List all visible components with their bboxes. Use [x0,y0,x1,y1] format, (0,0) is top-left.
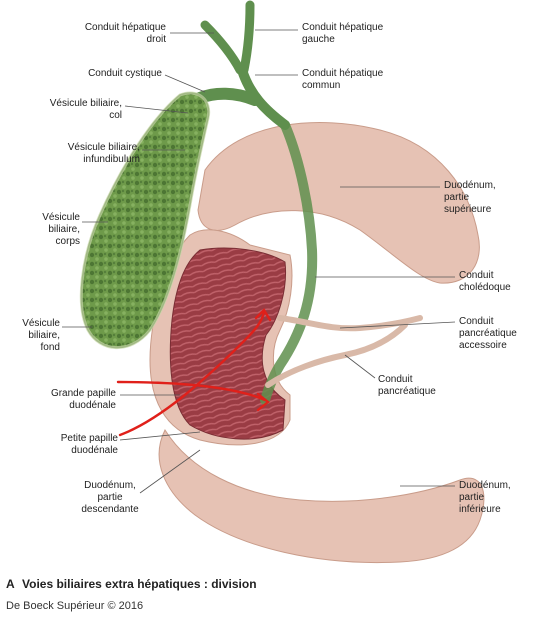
leader-lines-right [255,29,456,487]
label-duodenum-descending: Duodénum, partie descendante [81,480,139,515]
label-common-bile-duct: Conduit cholédoque [459,270,511,293]
label-common-hepatic-duct: Conduit hépatique commun [302,68,384,91]
common-bile-duct [260,120,318,405]
figure-caption: A Voies biliaires extra hépatiques : div… [6,577,257,591]
label-right-hepatic-duct: Conduit hépatique droit [84,22,166,45]
label-duodenum-superior: Duodénum, partie supérieure [444,180,496,215]
caption-title: Voies biliaires extra hépatiques : divis… [22,577,257,591]
red-annotation-arrows [116,308,272,437]
duodenum-superior [197,122,480,284]
label-gallbladder-body: Vésicule biliaire, corps [42,212,80,247]
label-duodenum-inferior: Duodénum, partie inférieure [459,480,511,515]
right-hepatic-duct [200,20,245,75]
label-major-duodenal-papilla: Grande papille duodénale [50,388,116,411]
duodenal-mucosa [169,247,287,440]
label-gallbladder-fundus: Vésicule biliaire, fond [22,318,60,353]
label-minor-duodenal-papilla: Petite papille duodénale [60,433,118,456]
label-gallbladder-neck: Vésicule biliaire, col [49,98,122,121]
label-pancreatic-duct: Conduit pancréatique [378,374,436,397]
accessory-pancreatic-duct [277,315,423,332]
cystic-duct [194,87,261,106]
left-hepatic-duct [239,0,255,75]
pancreatic-duct [265,322,408,388]
label-gallbladder-infundibulum: Vésicule biliaire, infundibulum [67,142,140,165]
caption-letter: A [6,577,15,591]
label-cystic-duct: Conduit cystique [88,68,162,79]
gallbladder-outer-wall [79,91,211,350]
label-accessory-pancreatic-duct: Conduit pancréatique accessoire [459,316,517,351]
leader-lines-left [62,32,214,494]
copyright-notice: De Boeck Supérieur © 2016 [6,600,144,612]
duodenum-inferior [158,428,485,564]
label-left-hepatic-duct: Conduit hépatique gauche [302,22,384,45]
